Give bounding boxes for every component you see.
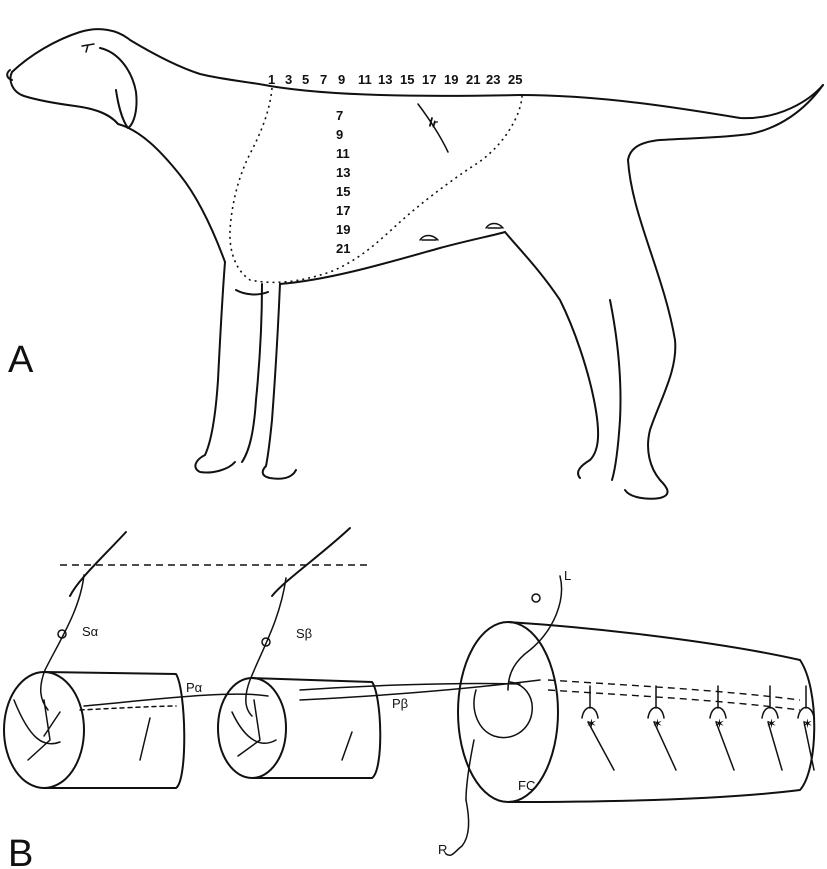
motor-neuron: ✶ — [762, 686, 782, 770]
spinal-cord-diagram: ✶ ✶ ✶ ✶ ✶ — [4, 528, 814, 855]
dermatome-side-number: 17 — [336, 203, 350, 218]
svg-text:✶: ✶ — [802, 716, 813, 731]
dermatome-top-number: 11 — [358, 72, 372, 87]
dog-illustration — [7, 29, 823, 499]
dermatome-top-number: 9 — [338, 72, 345, 87]
dermatome-top-number: 17 — [422, 72, 436, 87]
dermatome-top-number: 1 — [268, 72, 275, 87]
dermatome-side-number: 11 — [336, 146, 350, 161]
last-rib-label: lr — [427, 114, 439, 131]
dermatome-side-number: 13 — [336, 165, 350, 180]
dermatome-side-number: 9 — [336, 127, 343, 142]
label-p-alpha: Pα — [186, 680, 203, 695]
svg-text:✶: ✶ — [586, 716, 597, 731]
dermatome-side-numbers: 7 9 11 13 15 17 19 21 — [336, 108, 350, 256]
panel-label-b: B — [8, 833, 33, 869]
motor-neuron: ✶ — [582, 686, 614, 770]
dermatome-top-number: 3 — [285, 72, 292, 87]
svg-text:✶: ✶ — [766, 716, 777, 731]
motor-neuron: ✶ — [710, 686, 734, 770]
dermatome-side-number: 15 — [336, 184, 350, 199]
dermatome-top-number: 19 — [444, 72, 458, 87]
dermatome-top-number: 5 — [302, 72, 309, 87]
dermatome-top-number: 25 — [508, 72, 522, 87]
dermatome-top-number: 7 — [320, 72, 327, 87]
label-p-beta: Pβ — [392, 696, 408, 711]
dermatome-side-number: 7 — [336, 108, 343, 123]
dermatome-top-number: 15 — [400, 72, 414, 87]
dermatome-side-number: 19 — [336, 222, 350, 237]
svg-text:✶: ✶ — [652, 716, 663, 731]
label-fc: FC — [518, 778, 535, 793]
panel-label-a: A — [8, 339, 34, 381]
label-s-alpha: Sα — [82, 624, 99, 639]
label-r: R — [438, 842, 447, 857]
svg-text:✶: ✶ — [714, 716, 725, 731]
label-l: L — [564, 568, 571, 583]
label-s-beta: Sβ — [296, 626, 312, 641]
dermatome-side-number: 21 — [336, 241, 350, 256]
dermatome-top-number: 23 — [486, 72, 500, 87]
dermatome-top-number: 21 — [466, 72, 480, 87]
dermatome-top-number: 13 — [378, 72, 392, 87]
